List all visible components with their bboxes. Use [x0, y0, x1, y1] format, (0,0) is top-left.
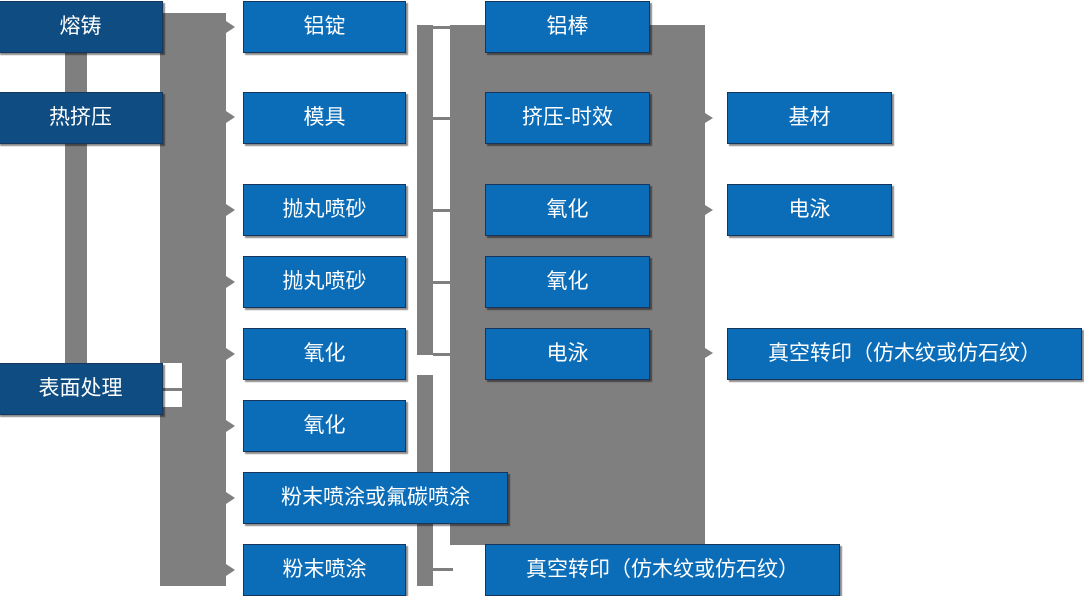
process-label-oxidation-3: 氧化	[546, 197, 589, 221]
arrow-to-aluminum-ingot	[226, 21, 235, 33]
collector-stub-3	[433, 209, 453, 212]
stage-box-hot-extrusion[interactable]: 热挤压	[0, 92, 163, 144]
output-box-electrophoresis[interactable]: 电泳	[727, 184, 892, 236]
process-box-aluminum-ingot[interactable]: 铝锭	[243, 1, 406, 53]
arrow-to-mould	[226, 111, 235, 123]
collector-stub-6	[433, 568, 453, 571]
process-label-shotblast-1: 抛丸喷砂	[282, 197, 367, 221]
arrow-to-oxidation-2	[226, 420, 235, 432]
stage-spine-bar	[65, 40, 87, 380]
stage-label-melt-casting: 熔铸	[59, 14, 102, 38]
collector-stub-4	[433, 281, 453, 284]
process-box-electrophoresis[interactable]: 电泳	[485, 328, 650, 380]
collector-stub-2	[433, 117, 453, 120]
arrow-to-vacuum-transfer-output	[705, 348, 713, 358]
output-box-vacuum-transfer[interactable]: 真空转印（仿木纹或仿石纹）	[727, 328, 1082, 380]
process-label-powder-coating: 粉末喷涂	[282, 557, 367, 581]
process-box-oxidation-3[interactable]: 氧化	[485, 184, 650, 236]
process-box-shotblast-1[interactable]: 抛丸喷砂	[243, 184, 406, 236]
level1-to-level2-bar	[160, 13, 226, 586]
stage-box-surface-treatment[interactable]: 表面处理	[0, 363, 163, 415]
arrow-to-base-material	[705, 113, 713, 123]
process-label-oxidation-1: 氧化	[303, 341, 346, 365]
stage-box-melt-casting[interactable]: 熔铸	[0, 1, 163, 53]
process-box-oxidation-1[interactable]: 氧化	[243, 328, 406, 380]
process-label-oxidation-2: 氧化	[303, 413, 346, 437]
process-box-powder-coating[interactable]: 粉末喷涂	[243, 544, 406, 596]
process-box-aluminum-rod[interactable]: 铝棒	[485, 1, 650, 53]
arrow-to-oxidation-1	[226, 348, 235, 360]
surface-treatment-notch	[160, 363, 182, 407]
process-label-aluminum-rod: 铝棒	[546, 14, 589, 38]
process-label-extrusion-aging: 挤压-时效	[522, 105, 613, 129]
collector-stub-5	[433, 353, 453, 356]
output-box-base-material[interactable]: 基材	[727, 92, 892, 144]
process-box-powder-or-fluorocarbon-coating[interactable]: 粉末喷涂或氟碳喷涂	[243, 472, 508, 524]
process-label-oxidation-4: 氧化	[546, 269, 589, 293]
process-box-oxidation-2[interactable]: 氧化	[243, 400, 406, 452]
arrow-to-powder-or-fluorocarbon	[226, 492, 235, 504]
process-box-oxidation-4[interactable]: 氧化	[485, 256, 650, 308]
process-label-powder-or-fluorocarbon-coating: 粉末喷涂或氟碳喷涂	[281, 485, 470, 509]
stage-label-hot-extrusion: 热挤压	[49, 105, 112, 129]
collector-stub-1	[433, 26, 453, 29]
arrow-to-electrophoresis-output	[705, 205, 713, 215]
process-label-mould: 模具	[303, 105, 346, 129]
process-box-vacuum-transfer[interactable]: 真空转印（仿木纹或仿石纹）	[485, 544, 840, 596]
process-label-aluminum-ingot: 铝锭	[303, 14, 346, 38]
process-box-shotblast-2[interactable]: 抛丸喷砂	[243, 256, 406, 308]
process-box-extrusion-aging[interactable]: 挤压-时效	[485, 92, 650, 144]
stage-label-surface-treatment: 表面处理	[38, 376, 123, 400]
output-label-electrophoresis: 电泳	[788, 197, 831, 221]
stage-arrow-to-surface-treatment	[70, 330, 82, 338]
arrow-to-powder-coating	[226, 564, 235, 576]
arrow-to-shotblast-1	[226, 204, 235, 216]
output-label-base-material: 基材	[788, 105, 831, 129]
surface-treatment-stub	[163, 388, 185, 391]
process-box-mould[interactable]: 模具	[243, 92, 406, 144]
output-label-vacuum-transfer: 真空转印（仿木纹或仿石纹）	[768, 341, 1041, 365]
process-label-electrophoresis: 电泳	[546, 341, 589, 365]
process-label-shotblast-2: 抛丸喷砂	[282, 269, 367, 293]
stage-arrow-to-hot-extrusion	[70, 80, 82, 88]
arrow-to-shotblast-2	[226, 276, 235, 288]
level2-collector-bar-upper	[417, 25, 433, 355]
process-label-vacuum-transfer: 真空转印（仿木纹或仿石纹）	[526, 557, 799, 581]
